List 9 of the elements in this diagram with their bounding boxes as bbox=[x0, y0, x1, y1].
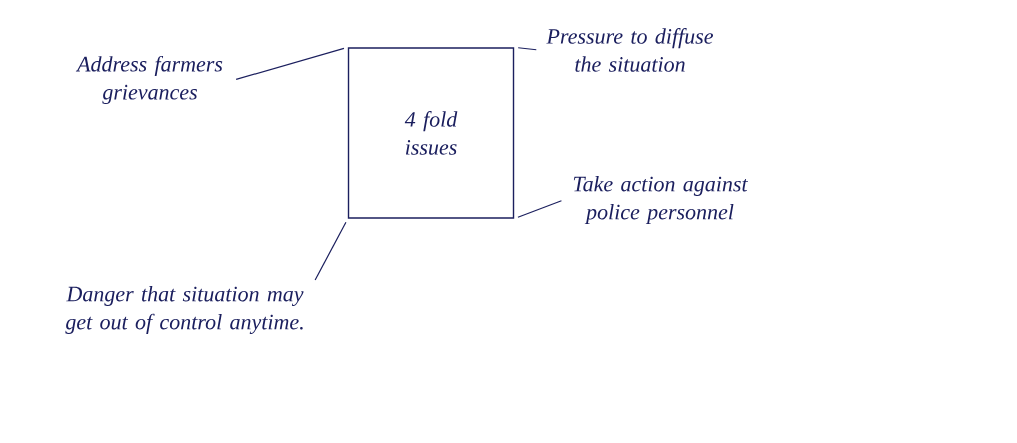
note-text: Take action against police personnel bbox=[573, 176, 749, 224]
connector-line bbox=[314, 221, 347, 281]
note-text: Address farmers grievances bbox=[75, 55, 223, 105]
note-text: Pressure to diffuse the situation bbox=[546, 28, 713, 72]
connector-line bbox=[517, 47, 537, 51]
connector-line bbox=[235, 47, 345, 81]
issue-box: 4 fold issues bbox=[347, 47, 515, 219]
connector-line bbox=[517, 200, 563, 218]
note-text: Danger that situation may get out of control anytime. bbox=[65, 286, 304, 334]
